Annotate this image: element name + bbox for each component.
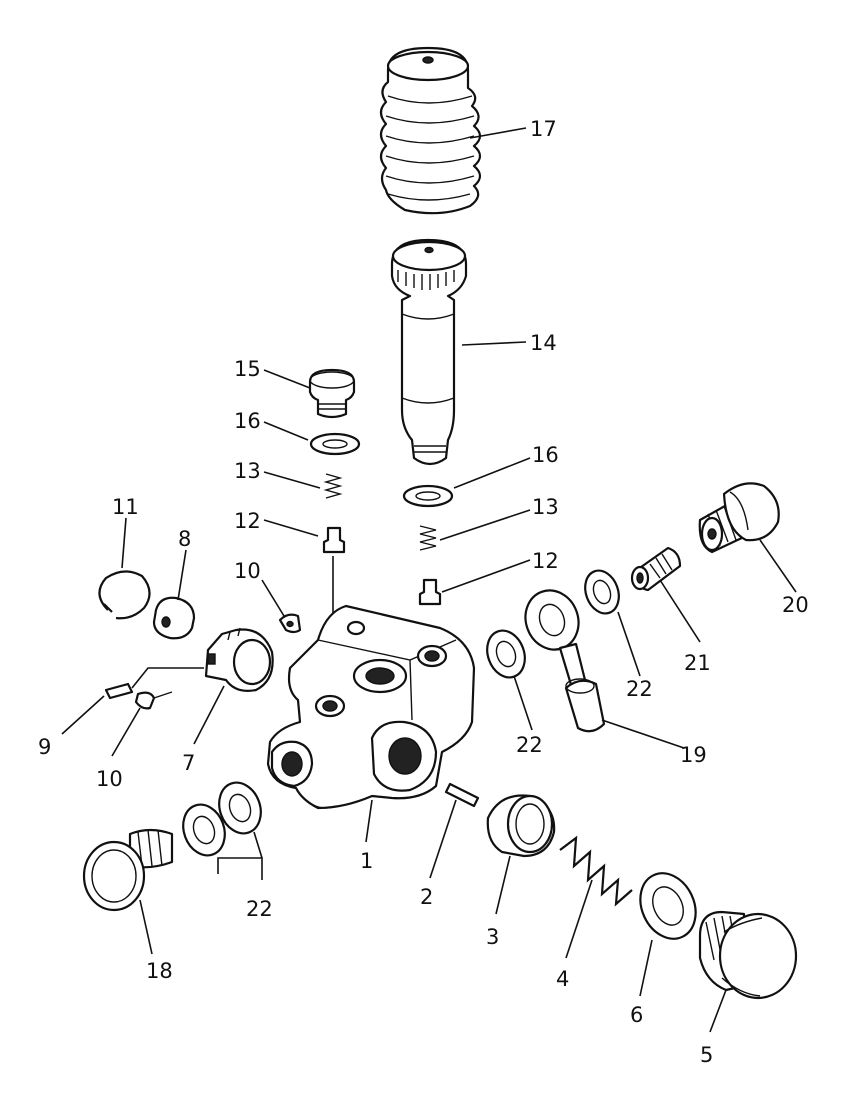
part-16-gasket-right	[402, 484, 454, 508]
callout-9: 9	[38, 735, 51, 759]
callout-18: 18	[146, 959, 173, 983]
callout-19: 19	[680, 743, 707, 767]
callout-7: 7	[182, 751, 195, 775]
part-15-plug	[308, 368, 356, 419]
part-19-banjo-fitting	[524, 589, 606, 733]
part-6-washer	[639, 872, 697, 940]
callout-17: 17	[530, 117, 557, 141]
part-13-spring-right	[419, 525, 437, 551]
part-7-lever	[204, 627, 274, 692]
callout-12-right: 12	[532, 549, 559, 573]
callout-6: 6	[630, 1003, 643, 1027]
callout-1: 1	[360, 849, 373, 873]
callout-21: 21	[684, 651, 711, 675]
part-3-sleeve	[486, 794, 556, 858]
part-22-washer-center	[486, 629, 526, 679]
part-10-pin-lower	[134, 691, 173, 710]
callout-labels: 1 2 3 4 5 6 7 8 9 10 10 11 12 12 13 13 1…	[38, 117, 809, 1067]
part-22-washer-pair-lower-left	[182, 781, 262, 857]
part-2-pin	[444, 782, 480, 808]
part-11-snap-ring	[98, 570, 151, 620]
callout-22-right: 22	[626, 677, 653, 701]
part-13-spring-left	[323, 473, 343, 499]
part-10-pin-upper	[278, 613, 302, 634]
callout-2: 2	[420, 885, 433, 909]
part-12-check-valve-left	[322, 526, 346, 680]
callout-13-right: 13	[532, 495, 559, 519]
callout-15: 15	[234, 357, 261, 381]
part-12-check-valve-right	[418, 578, 442, 606]
part-8-cap	[152, 596, 196, 640]
callout-16-left: 16	[234, 409, 261, 433]
callout-20: 20	[782, 593, 809, 617]
part-22-washer-right	[584, 569, 620, 615]
callout-13-left: 13	[234, 459, 261, 483]
part-21-filter	[630, 546, 682, 592]
callout-22-lower-left: 22	[246, 897, 273, 921]
callout-4: 4	[556, 967, 569, 991]
leader-lines	[61, 127, 797, 1033]
part-16-gasket-left	[309, 432, 361, 456]
callout-14: 14	[530, 331, 557, 355]
callout-5: 5	[700, 1043, 713, 1067]
part-4-spring	[559, 835, 633, 907]
part-18-banjo-bolt	[82, 828, 174, 912]
callout-10-upper: 10	[234, 559, 261, 583]
callout-16-right: 16	[532, 443, 559, 467]
part-17-boot	[379, 46, 482, 215]
part-14-priming-pump	[390, 238, 468, 466]
part-5-plug	[698, 910, 798, 1000]
part-1-pump-body	[266, 604, 476, 810]
part-9-pin	[104, 682, 134, 700]
callout-12-left: 12	[234, 509, 261, 533]
part-20-bolt	[698, 482, 780, 554]
callout-8: 8	[178, 527, 191, 551]
callout-3: 3	[486, 925, 499, 949]
callout-11: 11	[112, 495, 139, 519]
callout-22-center: 22	[516, 733, 543, 757]
callout-10-lower: 10	[96, 767, 123, 791]
